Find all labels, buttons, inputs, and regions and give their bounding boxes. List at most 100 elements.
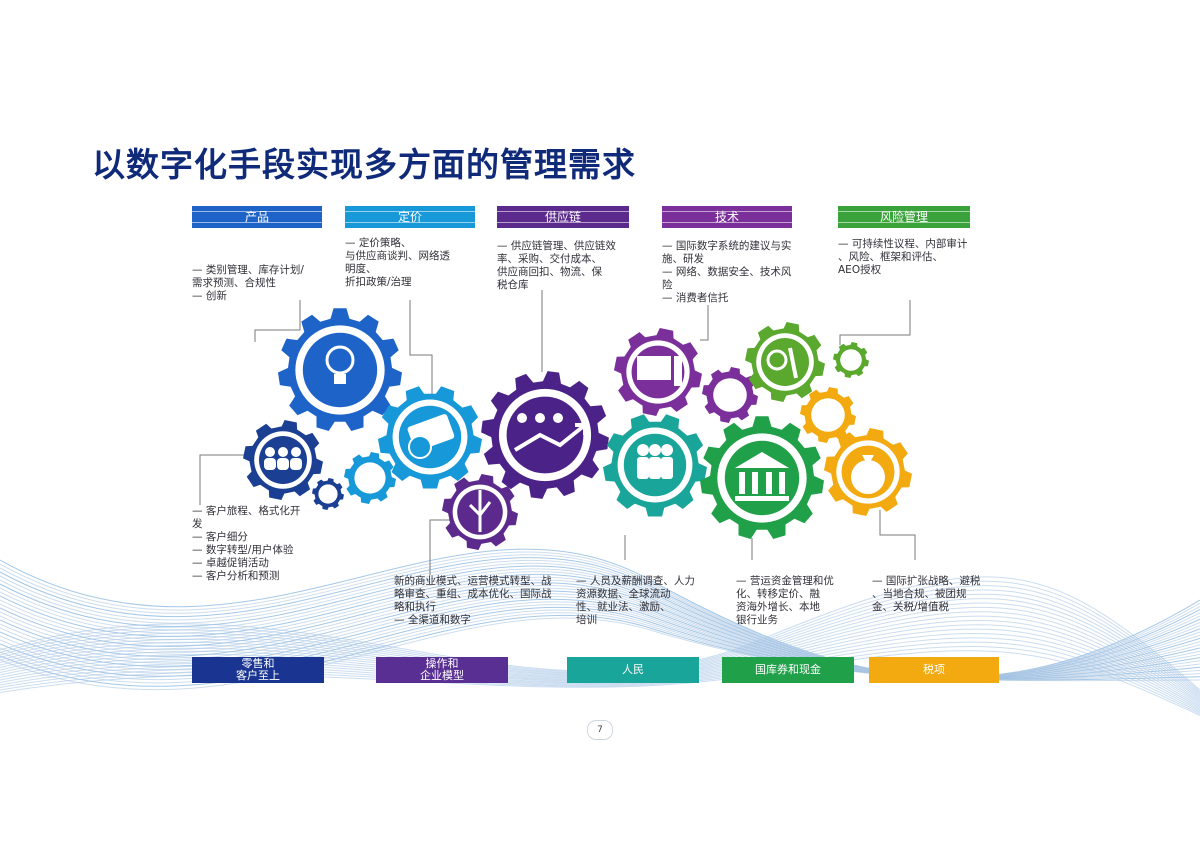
connector-lines	[199, 290, 916, 575]
tab-risk: 风险管理	[838, 206, 970, 228]
bank-column	[779, 472, 785, 494]
wave-line	[0, 617, 1200, 691]
page-number: 7	[587, 720, 613, 740]
gear-computer	[614, 328, 702, 416]
gear-hole	[713, 378, 747, 412]
gear-tools	[745, 322, 825, 402]
usb-icon	[468, 490, 492, 532]
tech-line: — 消费者信托	[662, 292, 729, 304]
gear-handshake	[481, 371, 609, 499]
gear-hole	[354, 462, 386, 494]
tax-line: 金、关税/增值税	[872, 601, 950, 613]
tax-text: — 国际扩张战略、避税 、当地合规、被团规 金、关税/增值税	[872, 575, 980, 614]
tab-pricing: 定价	[345, 206, 475, 228]
wrench-icon	[788, 347, 798, 379]
product-line: — 类别管理、库存计划/	[192, 264, 304, 276]
small-gear-orange	[800, 387, 856, 443]
person-head	[661, 444, 673, 456]
wave-line	[0, 611, 1200, 703]
operations-text: 新的商业模式、运营模式转型、战 略审查、重组、成本优化、国际战 略和执行 — 全…	[394, 575, 552, 627]
product-line: — 创新	[192, 290, 227, 302]
person-head	[278, 447, 288, 457]
money-bag-icon	[851, 460, 885, 494]
retail-line: — 卓越促销活动	[192, 557, 269, 569]
bank-icon	[735, 452, 789, 468]
tab-technology: 技术	[662, 206, 792, 228]
supply-line: 率、采购、交付成本、	[497, 253, 602, 265]
wave-line	[0, 602, 1200, 700]
operations-line: 略审查、重组、成本优化、国际战	[394, 588, 552, 600]
small-gear-blue	[344, 452, 396, 504]
small-gear-green	[833, 342, 869, 378]
gear-hole	[318, 484, 338, 504]
small-gear-purple	[702, 367, 758, 423]
product-text: — 类别管理、库存计划/ 需求预测、合规性 — 创新	[192, 264, 304, 303]
retail-line: 发	[192, 518, 203, 530]
tech-line: — 国际数字系统的建议与实	[662, 240, 792, 252]
people-line: 培训	[576, 614, 597, 626]
treasury-text: — 营运资金管理和优 化、转移定价、融 资海外增长、本地 银行业务	[736, 575, 834, 627]
label-people-text: 人民	[622, 663, 644, 676]
tech-text: — 国际数字系统的建议与实 施、研发 — 网络、数据安全、技术风 险 — 消费者…	[662, 240, 791, 305]
small-gear-navy	[312, 478, 344, 510]
gear-usb	[442, 474, 518, 550]
tab-pricing-label: 定价	[397, 210, 422, 224]
risk-line: AEO授权	[838, 264, 882, 276]
operations-line: 新的商业模式、运营模式转型、战	[394, 575, 552, 587]
treasury-line: 银行业务	[736, 614, 778, 626]
tab-supply-chain: 供应链	[497, 206, 629, 228]
retail-line: — 客户细分	[192, 531, 248, 543]
operations-line: — 全渠道和数字	[394, 614, 471, 626]
gear-money-bag	[824, 428, 912, 516]
label-treasury-text: 国库券和现金	[755, 663, 821, 676]
wave-line	[0, 580, 1200, 692]
lightbulb-base	[334, 374, 346, 384]
retail-line: — 客户旅程、格式化开	[192, 505, 301, 517]
gear-hole	[811, 398, 845, 432]
wave-line	[0, 593, 1200, 697]
coin-icon	[408, 435, 432, 459]
retail-text: — 客户旅程、格式化开 发 — 客户细分 — 数字转型/用户体验 — 卓越促销活…	[192, 505, 300, 583]
pricing-line: 折扣政策/治理	[345, 276, 412, 288]
handshake-chart-icon	[513, 423, 587, 452]
tech-line: 施、研发	[662, 253, 704, 265]
pricing-line: — 定价策略、	[345, 237, 412, 249]
tab-supply-chain-label: 供应链	[544, 210, 581, 224]
person-body	[290, 458, 302, 470]
tab-technology-label: 技术	[714, 210, 739, 224]
supply-line: 税仓库	[497, 279, 529, 291]
tax-line: 、当地合规、被团规	[872, 588, 967, 600]
tools-icon	[766, 349, 788, 371]
people-line: 性、就业法、激励、	[576, 601, 671, 613]
label-tax: 税项	[869, 657, 999, 683]
person-head	[649, 444, 661, 456]
person-body	[649, 457, 661, 479]
label-operations-text: 操作和 企业模型	[420, 657, 464, 682]
wave-line	[0, 589, 1200, 695]
person-head	[291, 447, 301, 457]
gear-bank	[700, 416, 824, 539]
page-title: 以数字化手段实现多方面的管理需求	[92, 145, 636, 184]
label-people: 人民	[567, 657, 699, 683]
retail-line: — 数字转型/用户体验	[192, 544, 294, 556]
supply-line: 供应商回扣、物流、保	[497, 266, 602, 278]
person-head	[517, 413, 527, 423]
tech-line: 险	[662, 279, 673, 291]
people-line: 资源数据、全球流动	[576, 588, 671, 600]
gear-hole	[840, 349, 862, 371]
computer-icon	[637, 356, 671, 380]
gear-cluster	[243, 308, 912, 550]
risk-line: — 可持续性议程、内部审计	[838, 238, 968, 250]
product-line: 需求预测、合规性	[192, 277, 276, 289]
lightbulb-icon	[325, 345, 355, 375]
person-body	[637, 457, 649, 479]
label-treasury: 国库券和现金	[722, 657, 854, 683]
tax-line: — 国际扩张战略、避税	[872, 575, 981, 587]
gear-lightbulb	[278, 308, 402, 431]
wave-line	[0, 606, 1200, 701]
gear-people	[603, 414, 707, 517]
person-head	[265, 447, 275, 457]
risk-text: — 可持续性议程、内部审计 、风险、框架和评估、 AEO授权	[838, 238, 967, 277]
treasury-line: 资海外增长、本地	[736, 601, 820, 613]
